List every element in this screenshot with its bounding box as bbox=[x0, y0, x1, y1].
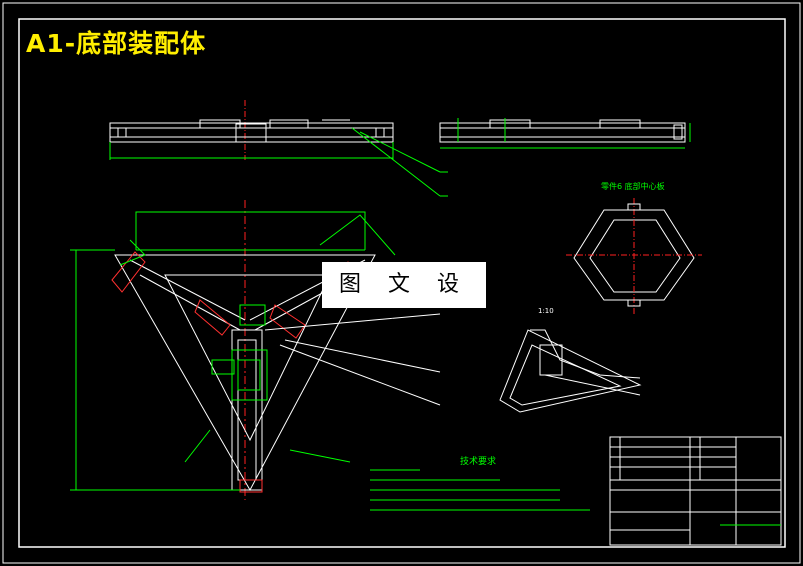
inner-border bbox=[18, 18, 786, 548]
title-block bbox=[609, 436, 782, 546]
drawing-title: A1-底部装配体 bbox=[26, 29, 207, 58]
isometric-view bbox=[499, 329, 642, 413]
front-view bbox=[109, 100, 448, 197]
part-label: 零件6 底部中心板 bbox=[601, 182, 665, 191]
watermark-label: 图 文 设 计 bbox=[322, 262, 486, 343]
hexagon-center-plate bbox=[566, 198, 702, 314]
side-view bbox=[439, 118, 691, 149]
iso-view-label: 1:10 bbox=[538, 307, 554, 315]
tech-requirements-title: 技术要求 bbox=[460, 457, 497, 467]
main-plan-view bbox=[70, 200, 441, 500]
tech-notes bbox=[370, 469, 590, 511]
